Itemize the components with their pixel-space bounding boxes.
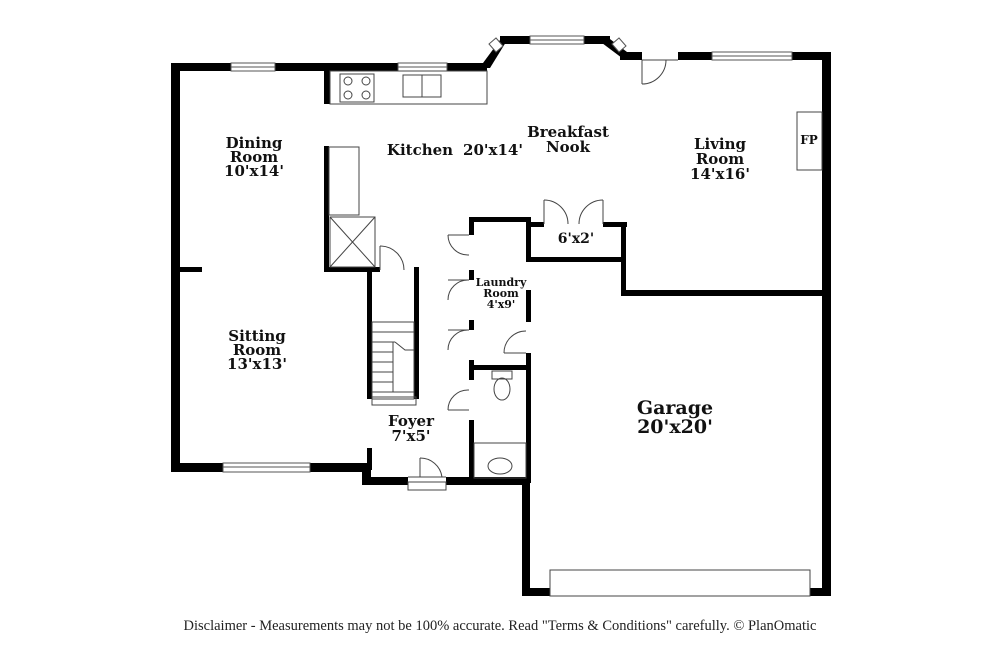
sitting-room-label-2: Room (233, 341, 281, 359)
living-room-label: Living (694, 135, 747, 153)
living-room-dims: 14'x16' (690, 165, 750, 183)
closet-dims: 6'x2' (558, 231, 594, 247)
bathroom-fixtures (473, 370, 527, 479)
laundry-room-label: Laundry (476, 276, 527, 289)
windows (222, 35, 793, 473)
kitchen-dims: 20'x14' (463, 141, 523, 159)
dining-room-dims: 10'x14' (224, 162, 284, 180)
kitchen-counter (328, 70, 488, 216)
laundry-room-label-2: Room (483, 287, 519, 300)
doors (379, 59, 811, 597)
foyer-label: Foyer (388, 412, 435, 430)
dining-room-label-2: Room (230, 148, 278, 166)
stairs (371, 321, 417, 406)
laundry-room-dims: 4'x9' (487, 298, 516, 311)
room-labels: Dining Room 10'x14' Kitchen 20'x14' Brea… (224, 123, 818, 445)
kitchen-label: Kitchen (387, 141, 453, 159)
fireplace-label: FP (800, 133, 818, 147)
sitting-room-dims: 13'x13' (227, 355, 287, 373)
breakfast-nook-label: Breakfast (527, 123, 609, 141)
garage-dims: 20'x20' (637, 416, 713, 438)
fireplace-box (796, 111, 823, 171)
exterior-walls (171, 36, 831, 596)
dining-room-label: Dining (226, 134, 283, 152)
refrigerator (329, 216, 376, 268)
breakfast-nook-label-2: Nook (546, 138, 591, 156)
interior-walls (180, 71, 831, 483)
garage-label: Garage (637, 397, 713, 419)
disclaimer-text: Disclaimer - Measurements may not be 100… (183, 618, 817, 634)
foyer-dims: 7'x5' (391, 427, 430, 445)
living-room-label-2: Room (696, 150, 744, 168)
sitting-room-label: Sitting (228, 327, 286, 345)
